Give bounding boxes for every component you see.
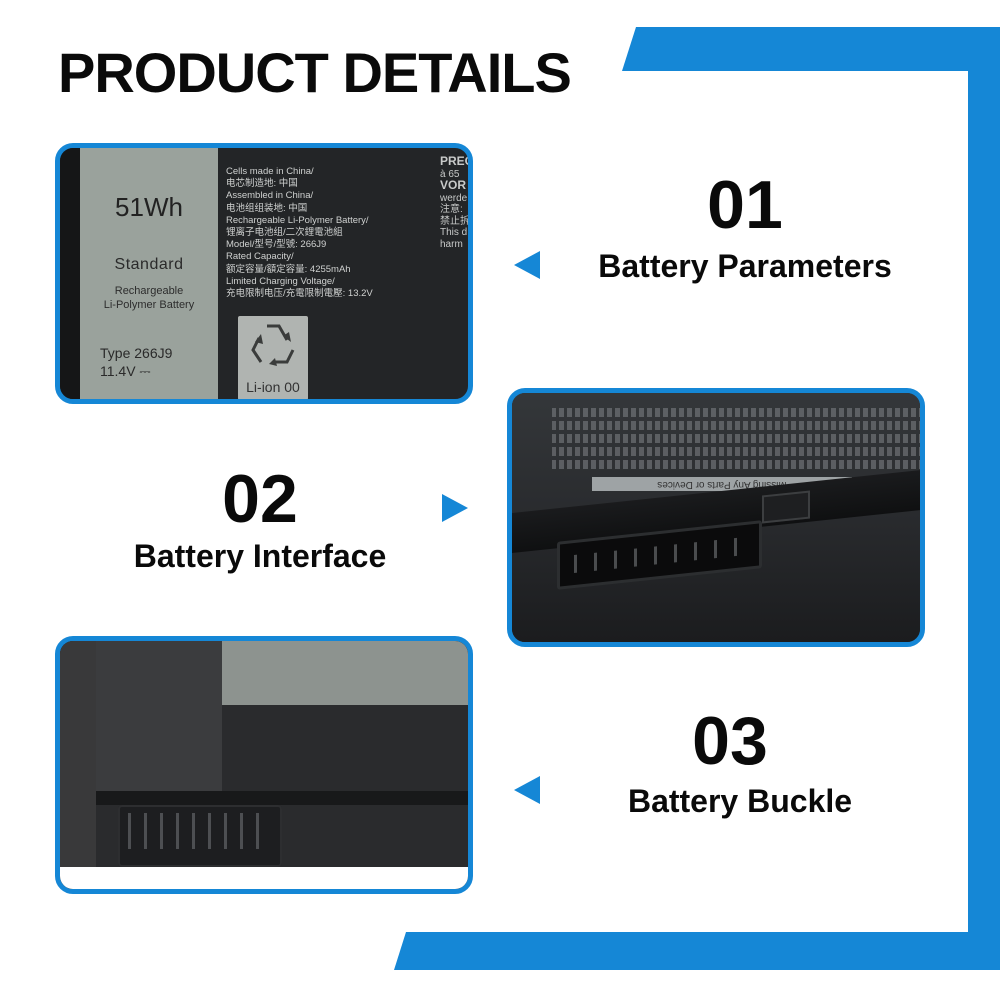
buckle-photo-bottom (60, 867, 468, 889)
page-title: PRODUCT DETAILS (58, 41, 572, 104)
buckle-side-edge (60, 641, 96, 889)
buckle-dark-panel (96, 641, 222, 791)
spec-line: Rechargeable Li-Polymer Battery/ (226, 214, 369, 226)
warning-line: harm (440, 238, 463, 250)
section-caption-battery-interface: Battery Interface (133, 538, 387, 574)
warning-line: 注意: (440, 204, 463, 215)
spec-line: 电芯制造地: 中国 (226, 178, 298, 190)
spec-line: 电池组组装地: 中国 (226, 202, 308, 214)
buckle-grey-label (222, 641, 468, 705)
recycle-label: Li-ion 00 (246, 379, 300, 395)
spec-line: 充电限制电压/充電限制電壓: 13.2V (226, 288, 373, 300)
label-type-line: Type 266J9 (100, 345, 173, 361)
connector-pins (574, 537, 744, 573)
warning-line: VOR (440, 178, 467, 192)
interface-text-lines (552, 399, 920, 469)
warning-line: werde (440, 192, 468, 204)
connector-tab (762, 490, 810, 524)
text-line (552, 421, 920, 430)
blue-frame-right (968, 27, 1000, 970)
battery-buckle-photo (55, 636, 473, 894)
label-type: Type 266J9 11.4V ⎓ (100, 344, 172, 380)
label-capacity: 51Wh (115, 192, 183, 222)
section-number-01: 01 (707, 167, 783, 243)
battery-label-photo: 51Wh Standard Rechargeable Li-Polymer Ba… (55, 143, 473, 404)
recycle-icon (251, 324, 295, 366)
text-line (552, 447, 920, 456)
label-spec-text: Cells made in China/ 电芯制造地: 中国 Assembled… (226, 166, 431, 300)
spec-line: Limited Charging Voltage/ (226, 275, 335, 287)
spec-line: Rated Capacity/ (226, 251, 294, 263)
buckle-ribs (128, 813, 272, 849)
label-grade: Standard (114, 256, 184, 273)
label-voltage-line: 11.4V ⎓ (100, 363, 151, 379)
warning-line: 禁止拆 (440, 215, 470, 227)
warning-line: This d (440, 227, 468, 238)
buckle-clip (118, 805, 282, 867)
arrow-right-icon (442, 494, 468, 522)
section-number-02: 02 (222, 461, 298, 537)
label-chemistry-line-2: Li-Polymer Battery (103, 299, 195, 311)
warning-line: à 65 (440, 168, 460, 180)
text-line (552, 434, 920, 443)
blue-frame-top (622, 27, 1000, 71)
battery-edge (60, 148, 80, 399)
warning-line: PRÉC (440, 156, 473, 168)
text-line (552, 408, 920, 417)
spec-line: Model/型号/型號: 266J9 (226, 239, 327, 251)
label-grey-panel (80, 148, 218, 399)
label-chemistry: Rechargeable Li-Polymer Battery (86, 284, 212, 312)
section-number-03: 03 (692, 703, 768, 779)
recycle-badge: Li-ion 00 (238, 316, 308, 399)
blue-frame-bottom (394, 932, 1000, 970)
spec-line: 额定容量/額定容量: 4255mAh (226, 263, 351, 275)
arrow-left-icon (514, 776, 540, 804)
spec-line: Cells made in China/ (226, 166, 314, 177)
label-chemistry-line-1: Rechargeable (114, 285, 184, 297)
label-warning-text: PRÉC à 65 VOR werde 注意: 禁止拆 This d harm (440, 156, 473, 250)
battery-interface-photo: Missing Any Parts or Devices (507, 388, 925, 647)
buckle-shelf (96, 791, 468, 805)
spec-line: 锂离子电池组/二次鋰電池組 (226, 227, 343, 239)
section-caption-battery-parameters: Battery Parameters (598, 248, 892, 284)
spec-line: Assembled in China/ (226, 190, 314, 202)
section-caption-battery-buckle: Battery Buckle (627, 783, 853, 819)
text-line (552, 460, 920, 469)
arrow-left-icon (514, 251, 540, 279)
